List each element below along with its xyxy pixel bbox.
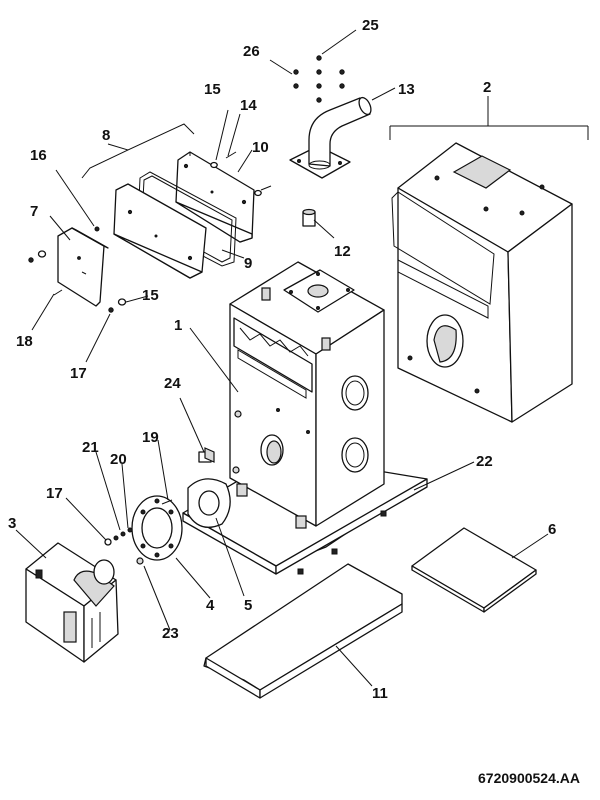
callout-4: 4 <box>206 597 215 614</box>
part-13-flue-elbow <box>289 96 372 179</box>
callout-5: 5 <box>244 597 252 614</box>
small-hardware <box>104 499 173 565</box>
part-7-inspection-cover <box>28 226 127 313</box>
callout-15-top: 15 <box>204 81 221 98</box>
callout-19: 19 <box>142 429 159 446</box>
part-26-bolts <box>293 55 345 103</box>
callout-2: 2 <box>483 79 491 96</box>
callout-10: 10 <box>252 139 269 156</box>
callout-22: 22 <box>476 453 493 470</box>
part-24-fitting <box>198 447 215 463</box>
callout-20: 20 <box>110 451 127 468</box>
callout-16: 16 <box>30 147 47 164</box>
leader-lines <box>15 29 589 687</box>
part-1-boiler-block <box>229 261 385 529</box>
callout-18: 18 <box>16 333 33 350</box>
part-3-burner <box>25 542 119 663</box>
part-8-door-assembly <box>113 151 272 279</box>
part-5-flange-gasket <box>187 478 231 528</box>
document-code: 6720900524.AA <box>478 770 580 786</box>
part-12-nipple <box>302 208 316 227</box>
callout-1: 1 <box>174 317 182 334</box>
callout-12: 12 <box>334 243 351 260</box>
callout-3: 3 <box>8 515 16 532</box>
callout-26: 26 <box>243 43 260 60</box>
callout-14: 14 <box>240 97 257 114</box>
part-11-bottom-panel <box>203 563 403 699</box>
callout-7: 7 <box>30 203 38 220</box>
callout-24: 24 <box>164 375 181 392</box>
callout-15-bottom: 15 <box>142 287 159 304</box>
callout-17-left: 17 <box>70 365 87 382</box>
callout-21: 21 <box>82 439 99 456</box>
callout-8: 8 <box>102 127 110 144</box>
callout-labels: 25 26 13 2 15 14 8 10 16 7 12 9 15 1 18 … <box>8 17 556 702</box>
part-4-burner-flange <box>131 495 183 561</box>
part-6-cover-panel <box>411 527 537 613</box>
part-2-casing <box>391 142 573 423</box>
callout-25: 25 <box>362 17 379 34</box>
callout-17-right: 17 <box>46 485 63 502</box>
callout-11: 11 <box>372 685 388 702</box>
callout-9: 9 <box>244 255 252 272</box>
callout-6: 6 <box>548 521 556 538</box>
callout-13: 13 <box>398 81 415 98</box>
callout-23: 23 <box>162 625 179 642</box>
